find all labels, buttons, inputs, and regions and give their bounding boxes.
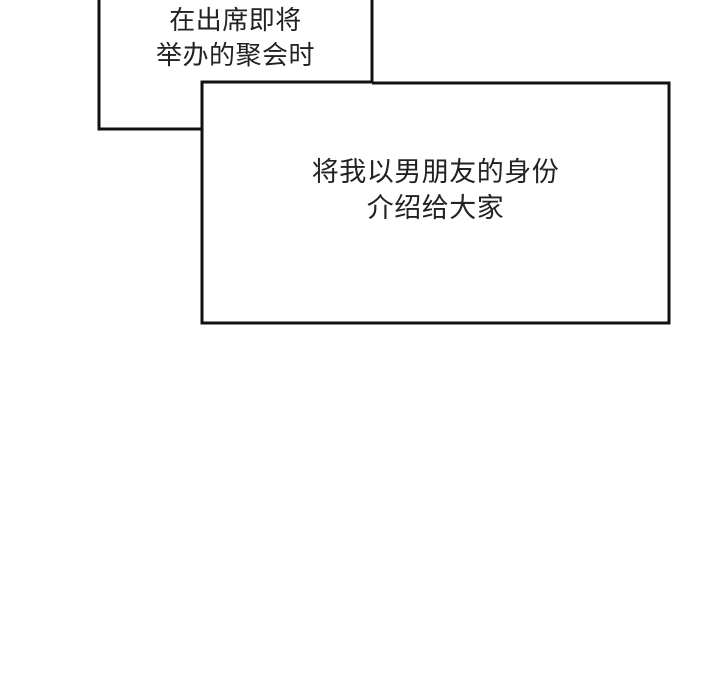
bubble-2-fill — [202, 83, 669, 323]
bubble-1-fill — [99, 0, 372, 129]
bubble-1-text: 在出席即将 举办的聚会时 — [155, 5, 315, 70]
bubble-2-outline — [200, 81, 671, 325]
bubble-2-text: 将我以男朋友的身份 介绍给大家 — [311, 157, 560, 223]
bubble-1-outline — [97, 0, 374, 131]
